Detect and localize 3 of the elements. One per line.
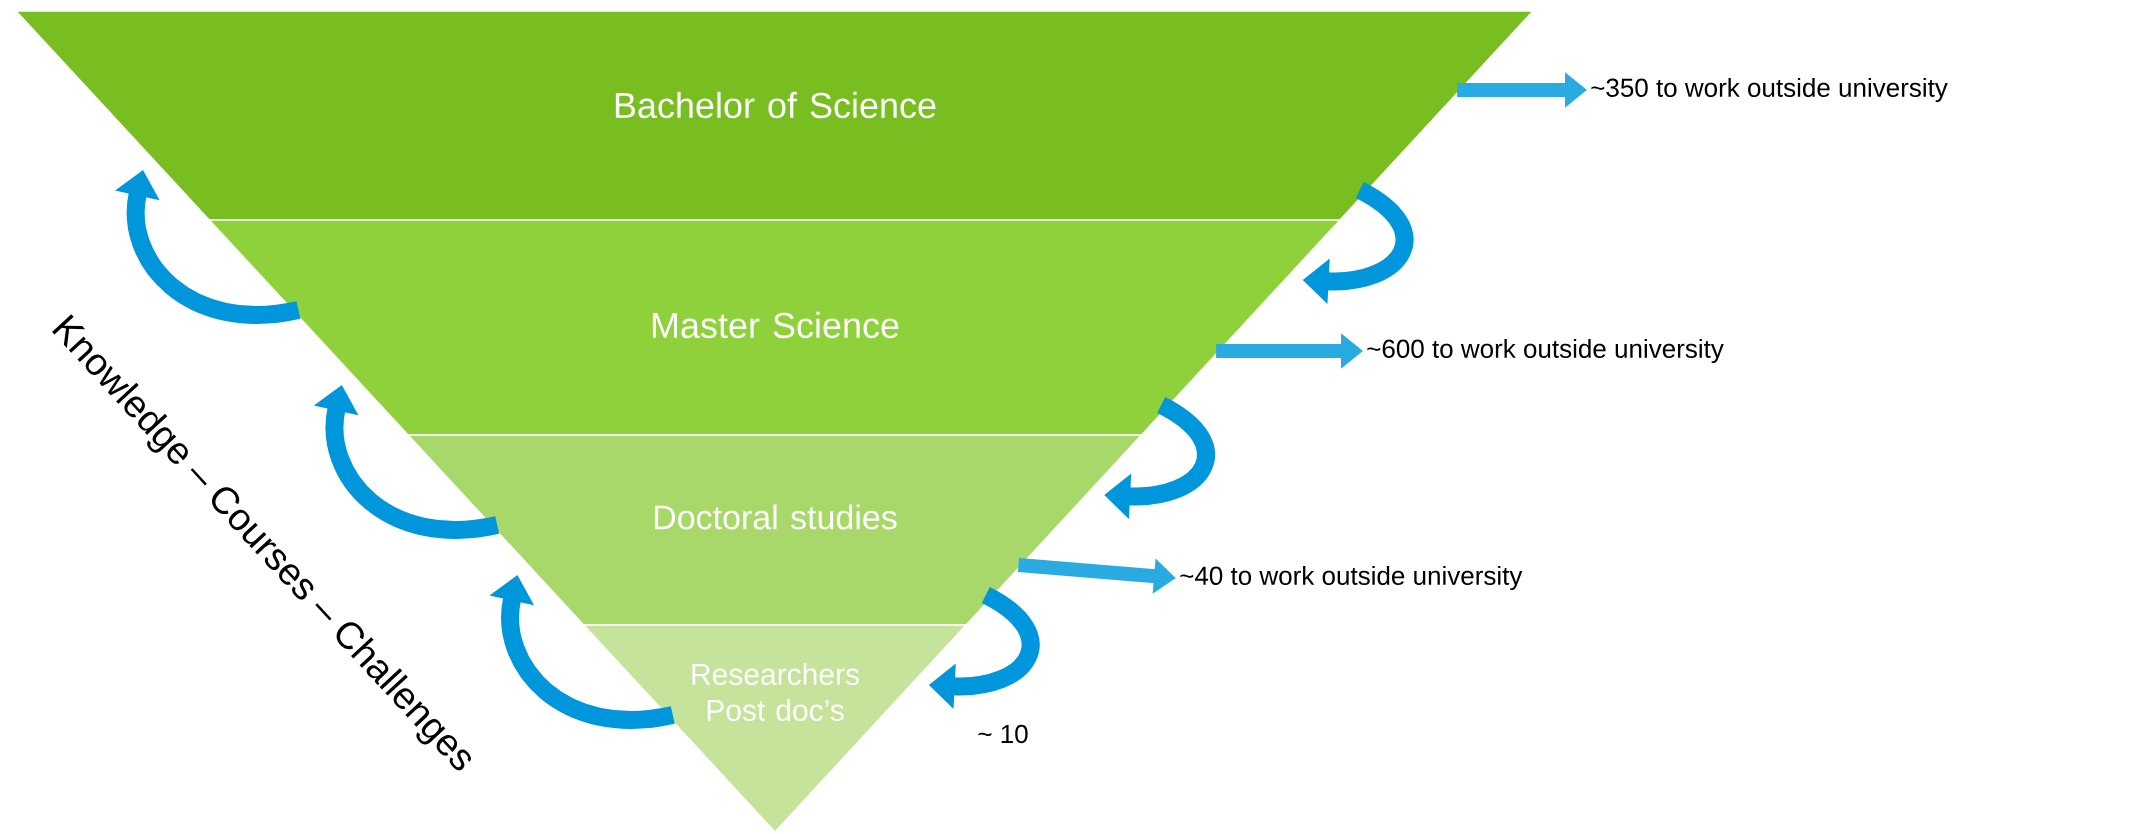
outcome-text: ~40 to work outside university xyxy=(1180,565,1523,591)
outcome-text: ~600 to work outside university xyxy=(1367,338,1724,364)
outcome-text: ~350 to work outside university xyxy=(1591,77,1948,103)
